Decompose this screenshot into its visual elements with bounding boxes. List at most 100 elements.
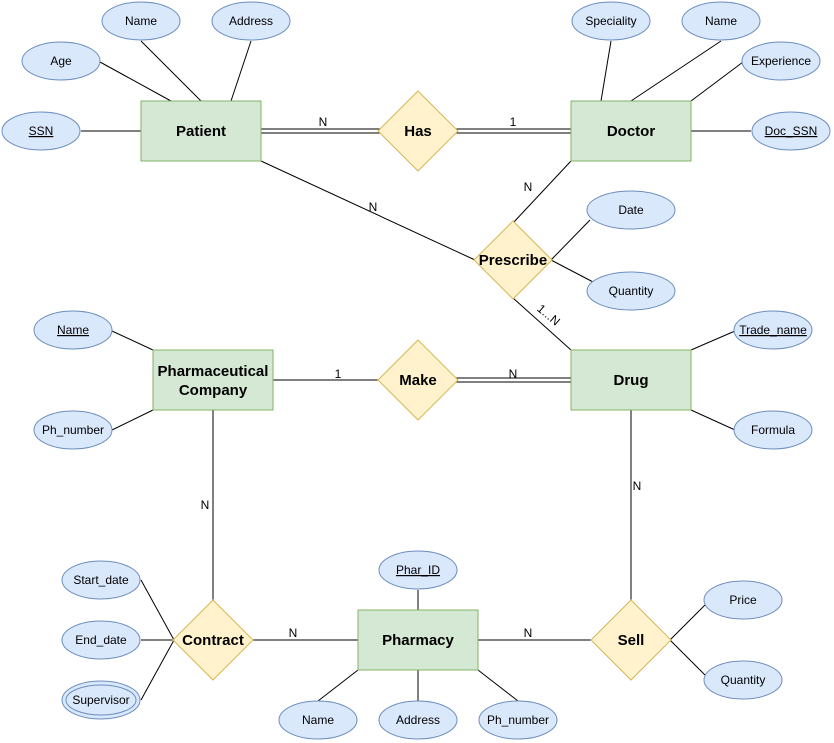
relationship-has[interactable]: Has: [377, 90, 459, 172]
edge-company-name: [111, 330, 154, 351]
relationship-contract[interactable]: Contract: [172, 599, 254, 681]
attribute-contract-supervisor[interactable]: Supervisor: [61, 680, 141, 720]
attribute-prescribe-quantity-label: Quantity: [609, 284, 654, 298]
attribute-prescribe-quantity[interactable]: Quantity: [586, 271, 676, 311]
edge-drug-formula: [690, 409, 736, 431]
edge-patient-name: [140, 40, 202, 102]
attribute-drug-formula[interactable]: Formula: [733, 410, 813, 450]
edge-pharmacy-phone: [477, 669, 519, 702]
attribute-pharmacy-id-label: Phar_ID: [396, 563, 440, 577]
attribute-patient-ssn-label: SSN: [29, 124, 54, 138]
cardinality-doctor-has: 1: [510, 115, 517, 129]
attribute-patient-age[interactable]: Age: [21, 41, 101, 81]
entity-doctor[interactable]: Doctor: [570, 100, 692, 162]
attribute-drug-formula-label: Formula: [751, 423, 795, 437]
relationship-contract-label: Contract: [182, 632, 244, 649]
edge-doctor-name: [630, 40, 722, 102]
attribute-prescribe-date[interactable]: Date: [586, 190, 676, 230]
edge-prescribe-quantity: [550, 259, 596, 284]
attribute-doctor-ssn[interactable]: Doc_SSN: [751, 111, 831, 151]
cardinality-company-make: 1: [335, 367, 342, 381]
attribute-pharmacy-name-label: Name: [302, 713, 334, 727]
entity-pharmaceutical-company-label-line1: Pharmaceutical: [158, 363, 269, 380]
attribute-patient-name[interactable]: Name: [101, 1, 181, 41]
attribute-doctor-experience[interactable]: Experience: [741, 41, 821, 81]
edge-doctor-prescribe: [512, 160, 572, 224]
relationship-prescribe-label: Prescribe: [479, 252, 547, 269]
relationship-make-label: Make: [399, 372, 437, 389]
cardinality-drug-prescribe: 1...N: [534, 301, 562, 328]
cardinality-patient-prescribe: N: [369, 200, 378, 214]
edge-sell-quantity: [669, 639, 706, 676]
entity-pharmaceutical-company[interactable]: Pharmaceutical Company: [152, 349, 274, 411]
entity-patient[interactable]: Patient: [140, 100, 262, 162]
attribute-company-phone-label: Ph_number: [42, 423, 104, 437]
edge-pharmacy-name: [317, 669, 359, 702]
attribute-doctor-name[interactable]: Name: [681, 1, 761, 41]
attribute-contract-end-date[interactable]: End_date: [61, 620, 141, 660]
attribute-patient-ssn[interactable]: SSN: [1, 111, 81, 151]
attribute-patient-name-label: Name: [125, 14, 157, 28]
entity-doctor-label: Doctor: [607, 123, 655, 140]
cardinality-drug-sell: N: [633, 479, 642, 493]
entity-patient-label: Patient: [176, 123, 226, 140]
edge-patient-age: [99, 61, 172, 102]
cardinality-doctor-prescribe: N: [524, 180, 533, 194]
relationship-sell[interactable]: Sell: [590, 599, 672, 681]
cardinality-pharmacy-sell: N: [524, 626, 533, 640]
attribute-sell-quantity-label: Quantity: [721, 673, 766, 687]
attribute-pharmacy-address-label: Address: [396, 713, 440, 727]
relationship-prescribe[interactable]: Prescribe: [473, 220, 553, 300]
attribute-pharmacy-phone[interactable]: Ph_number: [478, 700, 558, 740]
edge-drug-trade-name: [690, 330, 736, 351]
attribute-contract-end-date-label: End_date: [75, 633, 127, 647]
edge-company-phone: [111, 409, 154, 431]
attribute-pharmacy-address[interactable]: Address: [378, 700, 458, 740]
attribute-pharmacy-phone-label: Ph_number: [487, 713, 549, 727]
attribute-prescribe-date-label: Date: [618, 203, 644, 217]
edge-contract-start: [140, 579, 175, 641]
edges: [81, 40, 751, 702]
attribute-doctor-speciality-label: Speciality: [585, 14, 636, 28]
attribute-doctor-name-label: Name: [705, 14, 737, 28]
entity-pharmacy-label: Pharmacy: [382, 632, 454, 649]
attribute-doctor-ssn-label: Doc_SSN: [765, 124, 818, 138]
attribute-contract-start-date[interactable]: Start_date: [61, 560, 141, 600]
attribute-sell-quantity[interactable]: Quantity: [703, 660, 783, 700]
attribute-contract-start-date-label: Start_date: [73, 573, 129, 587]
attribute-drug-trade-name-label: Trade_name: [739, 323, 807, 337]
edge-patient-address: [230, 40, 252, 102]
edge-prescribe-date: [550, 219, 591, 261]
edge-doctor-experience: [690, 61, 744, 102]
cardinality-pharmacy-contract: N: [289, 626, 298, 640]
cardinality-drug-make: N: [509, 367, 518, 381]
attribute-pharmacy-id[interactable]: Phar_ID: [378, 550, 458, 590]
attribute-sell-price[interactable]: Price: [703, 580, 783, 620]
attribute-contract-supervisor-label: Supervisor: [72, 693, 129, 707]
attribute-company-name-label: Name: [57, 323, 89, 337]
attribute-patient-address-label: Address: [229, 14, 273, 28]
edge-prescribe-drug: [512, 297, 572, 351]
relationship-has-label: Has: [404, 123, 432, 140]
attribute-doctor-speciality[interactable]: Speciality: [571, 1, 651, 41]
edge-doctor-speciality: [600, 40, 612, 102]
edge-sell-price: [669, 604, 706, 641]
relationship-sell-label: Sell: [618, 632, 645, 649]
attribute-patient-address[interactable]: Address: [211, 1, 291, 41]
attribute-pharmacy-name[interactable]: Name: [278, 700, 358, 740]
entity-pharmaceutical-company-label-line2: Company: [179, 382, 248, 399]
attribute-company-name[interactable]: Name: [33, 310, 113, 350]
cardinality-company-contract: N: [201, 498, 210, 512]
attribute-patient-age-label: Age: [50, 54, 72, 68]
attribute-company-phone[interactable]: Ph_number: [33, 410, 113, 450]
attribute-sell-price-label: Price: [729, 593, 757, 607]
attribute-doctor-experience-label: Experience: [751, 54, 811, 68]
entity-drug-label: Drug: [614, 372, 649, 389]
relationship-make[interactable]: Make: [377, 339, 459, 421]
edge-contract-supervisor: [140, 639, 175, 701]
entity-pharmacy[interactable]: Pharmacy: [357, 609, 479, 671]
attribute-contract-supervisor-inner: [65, 684, 137, 716]
attribute-drug-trade-name[interactable]: Trade_name: [733, 310, 813, 350]
entity-drug[interactable]: Drug: [570, 349, 692, 411]
